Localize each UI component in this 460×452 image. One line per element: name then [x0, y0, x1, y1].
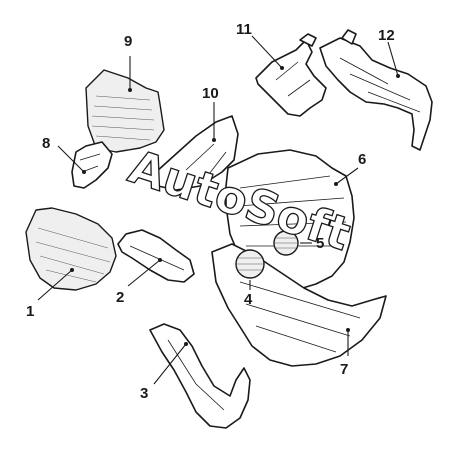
callout-12: 12	[378, 27, 395, 44]
mounting-knob-left[interactable]	[235, 249, 265, 279]
callout-1: 1	[26, 303, 34, 320]
windscreen-bracket[interactable]	[71, 141, 113, 189]
mirror-bracket[interactable]	[255, 33, 327, 117]
headlight[interactable]	[25, 207, 117, 291]
mounting-knob-right[interactable]	[273, 230, 299, 256]
callout-labels: 9 8 10 11 12 6 5 4 1 2 3 7	[26, 21, 395, 402]
callout-6: 6	[358, 151, 366, 168]
callout-9: 9	[124, 33, 132, 50]
air-duct[interactable]	[117, 229, 195, 283]
callout-11: 11	[236, 21, 252, 38]
callout-3: 3	[140, 385, 148, 402]
callout-8: 8	[42, 135, 50, 152]
callout-4: 4	[244, 291, 253, 308]
fairing-subframe[interactable]	[319, 29, 433, 151]
leader-lines	[37, 35, 399, 385]
callout-7: 7	[340, 361, 348, 378]
upper-fairing[interactable]	[155, 115, 239, 191]
callout-5: 5	[316, 235, 324, 252]
callout-10: 10	[202, 85, 219, 102]
callout-2: 2	[116, 289, 124, 306]
lower-trim[interactable]	[149, 323, 251, 429]
windscreen[interactable]	[85, 69, 165, 153]
leader-dots	[70, 66, 400, 346]
